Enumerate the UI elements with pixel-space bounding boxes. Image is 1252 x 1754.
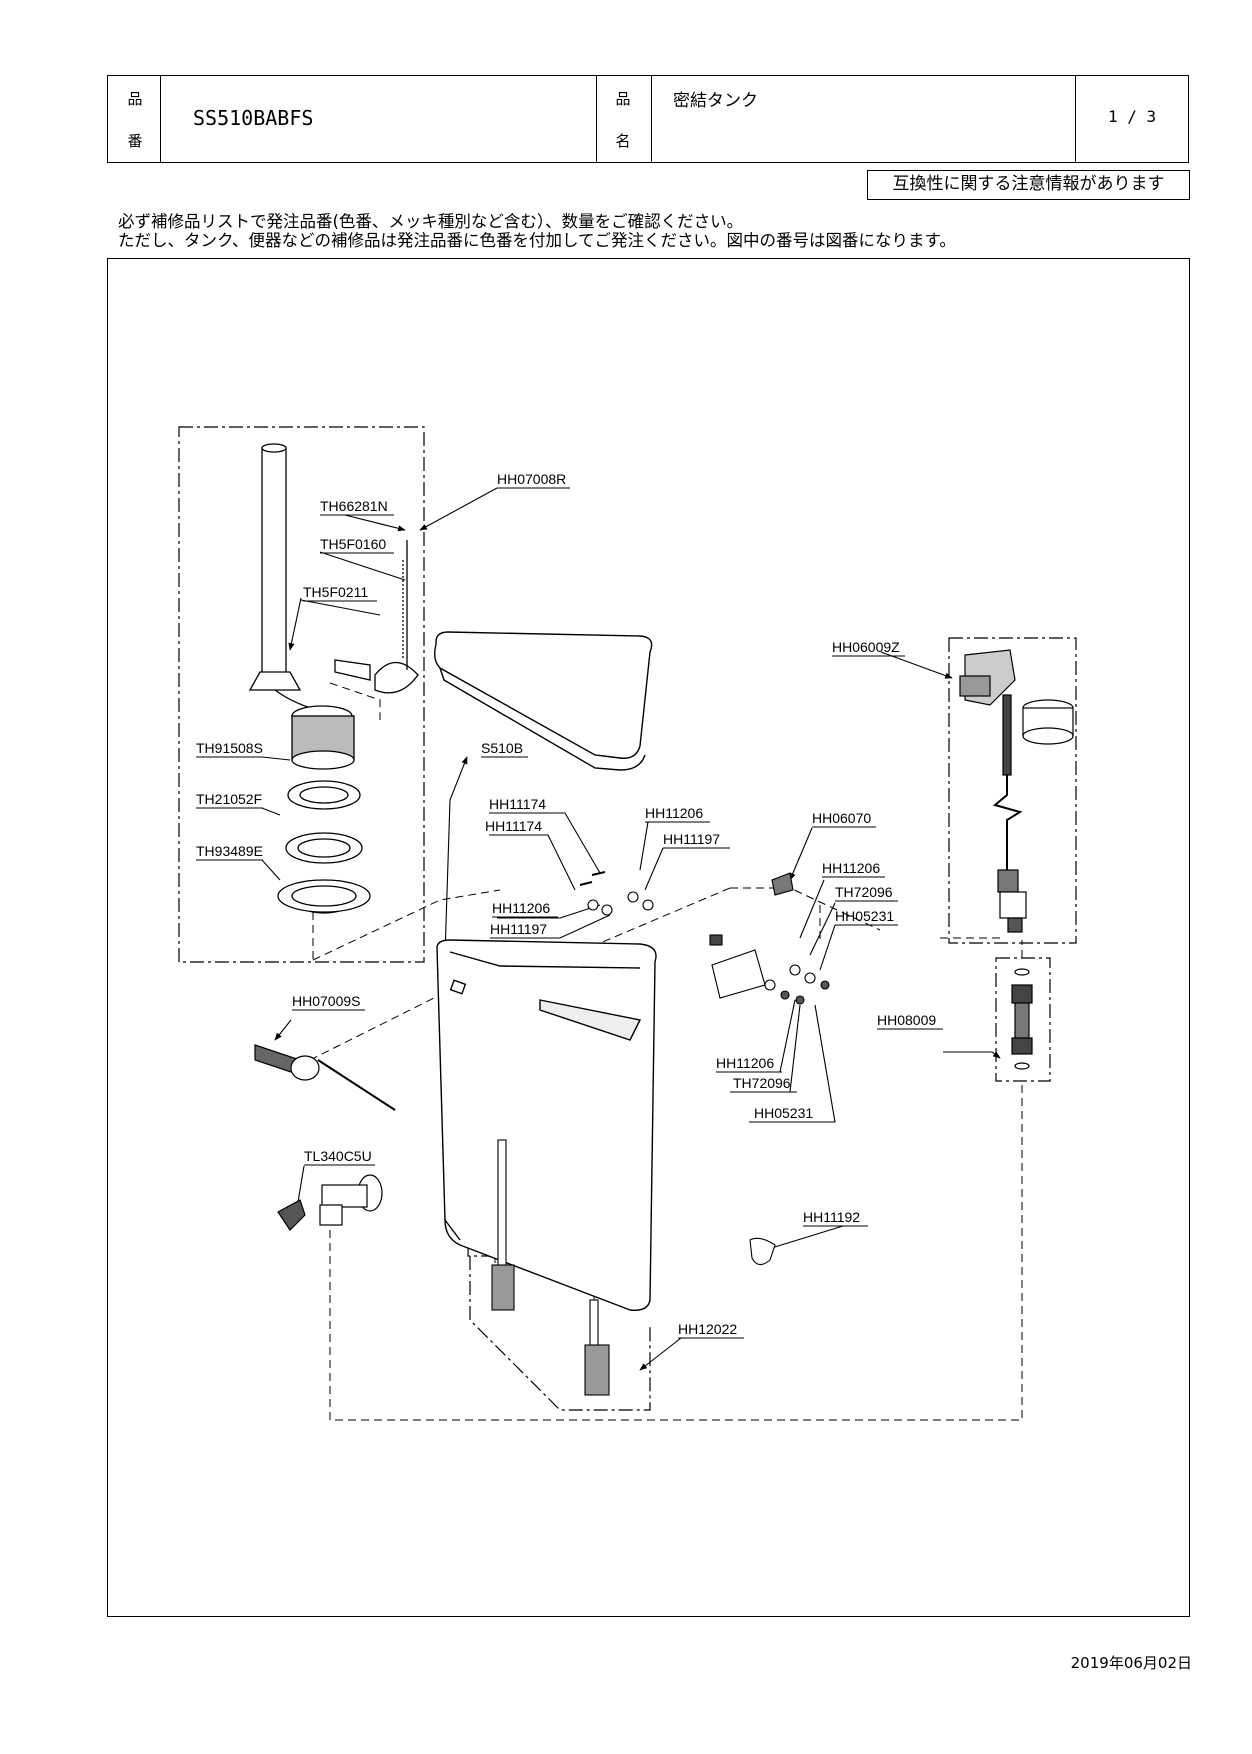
label-th21052f: TH21052F (196, 791, 262, 807)
stop-valve-drawing (277, 1174, 383, 1231)
label-hh05231-a: HH05231 (835, 908, 894, 924)
label-hh11206-d: HH11206 (716, 1055, 774, 1071)
label-th91508s: TH91508S (196, 740, 263, 756)
hose-group-box (995, 957, 1051, 1082)
issue-date: 2019年06月02日 (1070, 1654, 1192, 1672)
label-hh11206-b: HH11206 (492, 900, 550, 916)
small-hardware-drawing (491, 871, 830, 1396)
label-hh05231-b: HH05231 (754, 1105, 813, 1121)
label-th5f0211: TH5F0211 (303, 584, 368, 600)
ball-tap-drawing (959, 649, 1074, 933)
part-number: SS510BABFS (193, 106, 314, 130)
label-hh11174-b: HH11174 (485, 818, 542, 834)
name-label-2: 名 (615, 132, 631, 150)
label-tl340c5u: TL340C5U (304, 1148, 372, 1164)
label-hh08009: HH08009 (877, 1012, 936, 1028)
label-hh11174-a: HH11174 (489, 796, 546, 812)
label-hh07009s: HH07009S (292, 993, 361, 1009)
lever-handle-drawing (254, 1044, 396, 1111)
label-hh11192: HH11192 (803, 1209, 860, 1225)
label-s510b: S510B (481, 740, 523, 756)
label-hh06070: HH06070 (812, 810, 871, 826)
label-hh11206-c: HH11206 (822, 860, 880, 876)
part-no-label-1: 品 (127, 90, 143, 108)
note-line-1: 必ず補修品リストで発注品番(色番、メッキ種別など含む）、数量をご確認ください。 (118, 212, 744, 231)
ball-tap-group-box (948, 637, 1077, 944)
hose-drawing (1011, 968, 1033, 1070)
label-hh12022: HH12022 (678, 1321, 737, 1337)
label-th72096-a: TH72096 (835, 884, 893, 900)
label-hh11197-a: HH11197 (663, 831, 720, 847)
label-th66281n: TH66281N (320, 498, 388, 514)
name-label-1: 品 (615, 90, 631, 108)
label-th93489e: TH93489E (196, 843, 263, 859)
product-name: 密結タンク (673, 91, 758, 111)
page-indicator: 1 / 3 (1108, 107, 1157, 126)
diagram-frame (107, 258, 1190, 1617)
note-line-2: ただし、タンク、便器などの補修品は発注品番に色番を付加してご発注ください。図中の… (118, 231, 956, 250)
label-th72096-b: TH72096 (733, 1075, 791, 1091)
flush-valve-group-box (178, 426, 425, 963)
header-table: 品 番 SS510BABFS 品 名 密結タンク 1 / 3 (107, 75, 1189, 163)
label-hh07008r: HH07008R (497, 471, 566, 487)
label-th5f0160: TH5F0160 (320, 536, 386, 552)
label-hh11197-b: HH11197 (490, 921, 547, 937)
tank-lid-drawing (433, 631, 653, 771)
part-labels: HH07008R TH66281N TH5F0160 TH5F0211 TH91… (196, 471, 936, 1337)
label-hh06009z: HH06009Z (832, 639, 900, 655)
flush-valve-drawing (248, 443, 419, 914)
part-no-label-2: 番 (127, 132, 143, 150)
label-hh11206-a: HH11206 (645, 805, 703, 821)
compatibility-notice: 互換性に関する注意情報があります (867, 170, 1190, 200)
tank-body-drawing (436, 939, 657, 1311)
